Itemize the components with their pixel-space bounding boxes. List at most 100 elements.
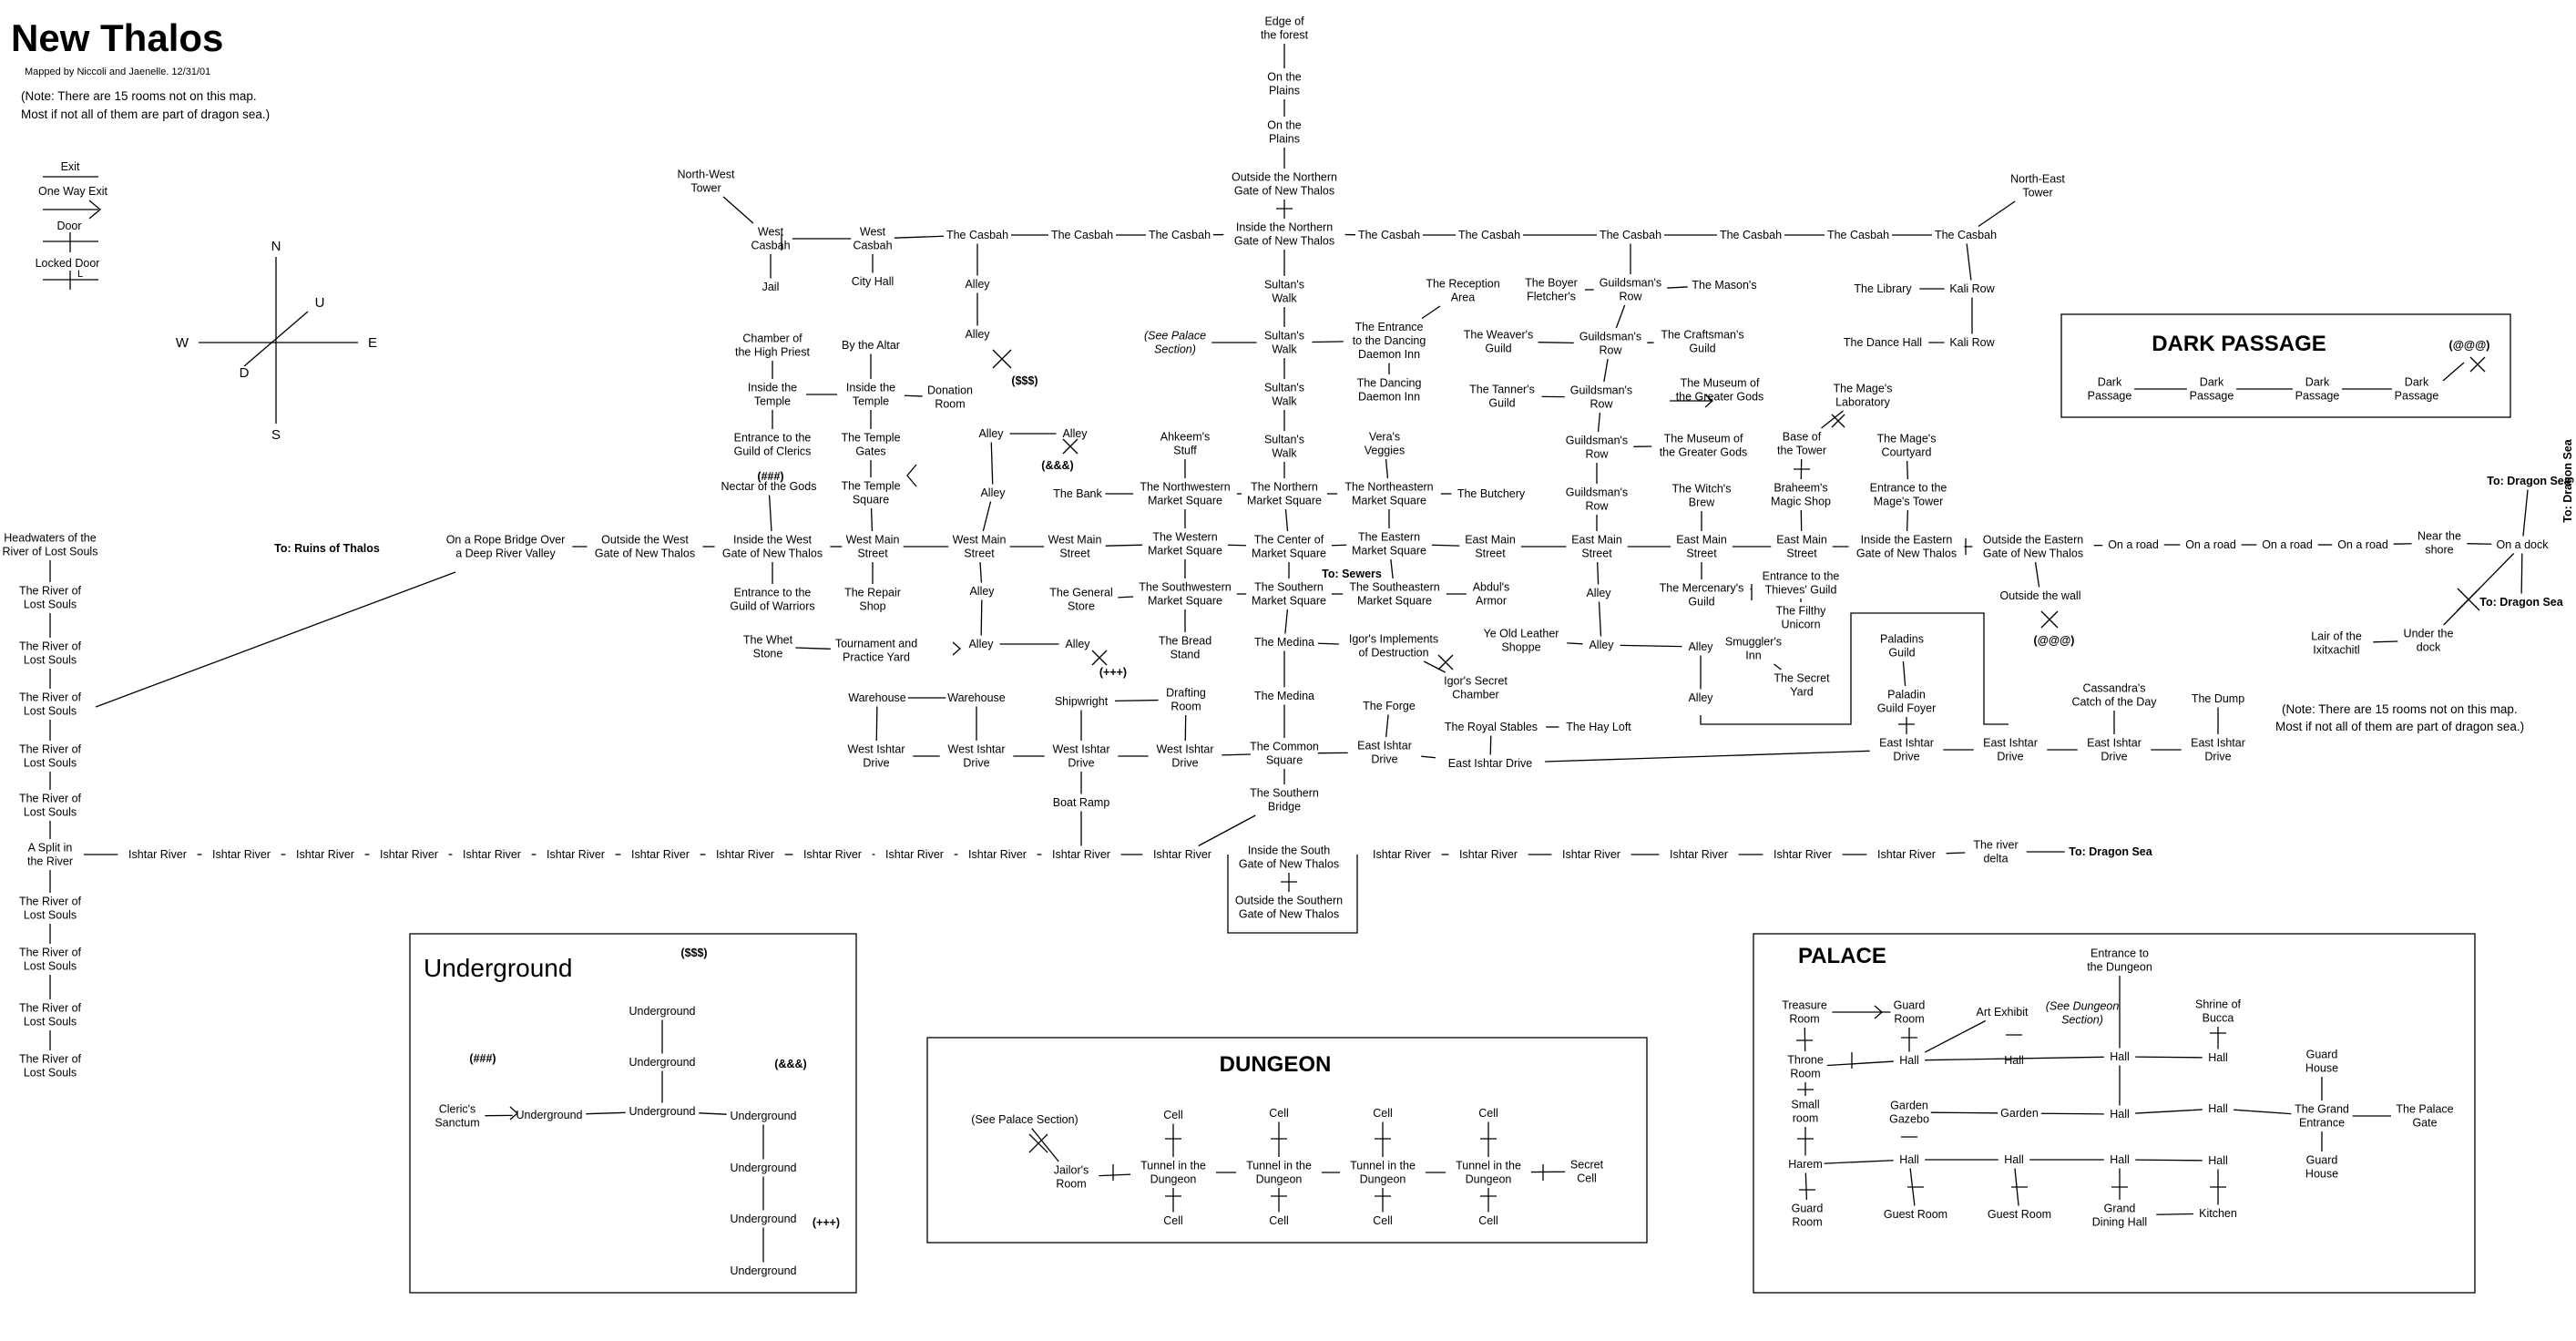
room-label-line: Inside the (748, 382, 797, 394)
room-label-line: The River of (19, 640, 82, 653)
room-label-line: Room (1894, 1013, 1924, 1026)
room-label-line: Lost Souls (24, 599, 77, 611)
room-label-line: (See Palace Section) (971, 1113, 1078, 1126)
room-dock: On a dock (2497, 538, 2550, 551)
legend: Exit One Way Exit Door Locked Door L (36, 160, 107, 290)
room-alleyB3: Alley (980, 486, 1006, 499)
connection-line (2135, 1109, 2203, 1114)
connection-line (2234, 1109, 2292, 1115)
room-label-line: The River of (19, 585, 82, 598)
room-ir1: Ishtar River (128, 848, 187, 861)
room-cellb4: Cell (1478, 1214, 1498, 1227)
map-connections (49, 44, 2529, 1263)
room-label-line: River of Lost Souls (3, 546, 98, 558)
room-label-line: Tournament and (835, 638, 917, 650)
outline-path (1700, 612, 2009, 725)
room-label-line: The Casbah (1051, 229, 1113, 241)
room-label-line: Hall (1899, 1054, 1919, 1067)
connection-line (979, 561, 983, 583)
room-label-line: Room (1789, 1013, 1819, 1026)
room-label-line: Grand (2104, 1203, 2136, 1215)
marker-amp-1: (&&&) (1041, 459, 1073, 472)
room-label-line: Drive (2101, 751, 2127, 763)
blocked-exit-icon (2040, 610, 2059, 629)
room-label-line: dock (2417, 641, 2441, 654)
legend-locked-door: Locked Door (36, 257, 100, 270)
connection-line (1804, 1172, 1808, 1201)
room-hallD: Hall (2208, 1051, 2228, 1064)
note-line-1-right: (Note: There are 15 rooms not on this ma… (2282, 702, 2518, 716)
room-label-line: Market Square (1252, 595, 1326, 608)
one-way-arrow-icon (509, 1106, 518, 1121)
room-ug2: Underground (629, 1056, 696, 1069)
room-label-line: Gate of New Thalos (1234, 235, 1334, 248)
room-label-line: On a road (2262, 538, 2313, 551)
room-label-line: (See Dungeon (2046, 1000, 2120, 1013)
room-label-line: Gate of New Thalos (1239, 908, 1339, 921)
room-label-line: Guard (2306, 1154, 2338, 1167)
room-label-line: Gazebo (1889, 1113, 1929, 1126)
room-warehouse2: Warehouse (947, 691, 1006, 704)
compass-west: W (176, 335, 189, 351)
note-line-1: (Note: There are 15 rooms not on this ma… (21, 89, 257, 103)
room-ug4: Underground (516, 1109, 583, 1121)
room-shipwright: Shipwright (1055, 695, 1109, 708)
room-label-line: Guest Room (1988, 1208, 2051, 1221)
room-cityhall: City Hall (852, 275, 894, 288)
room-label-line: West Ishtar (848, 743, 905, 756)
room-label-line: Tunnel in the (1456, 1160, 1521, 1172)
room-ug7: Underground (731, 1213, 797, 1225)
room-label-line: Daemon Inn (1358, 391, 1420, 404)
room-label-line: On the (1267, 119, 1302, 132)
room-label-line: On a road (2337, 538, 2388, 551)
room-label-line: (See Palace (1144, 330, 1206, 343)
room-alleyC2: Alley (1589, 639, 1614, 651)
room-label-line: Inside the South (1248, 845, 1330, 857)
room-ir10: Ishtar River (885, 848, 944, 861)
blocked-exit-icon (1437, 654, 1454, 670)
room-label-line: The River of (19, 743, 82, 756)
room-label-line: Hall (2110, 1153, 2130, 1166)
room-label-line: Street (1059, 548, 1090, 560)
connection-line (722, 196, 754, 224)
room-label-line: Paladin (1887, 689, 1926, 701)
marker-at-1: (@@@) (2034, 634, 2075, 647)
connection-line (1312, 341, 1344, 343)
room-label-line: the River (27, 855, 73, 868)
room-label-line: Alley (969, 585, 995, 598)
room-label-line: Guildsman's (1600, 277, 1661, 290)
room-label-line: Sultan's (1264, 279, 1304, 292)
room-label-line: delta (1983, 853, 2008, 865)
room-label-line: East Main (1676, 534, 1727, 547)
room-label-line: Tunnel in the (1140, 1160, 1206, 1172)
room-ir7: Ishtar River (631, 848, 690, 861)
room-ir12: Ishtar River (1052, 848, 1110, 861)
room-label-line: Dining Hall (2092, 1216, 2147, 1229)
room-label-line: Underground (731, 1110, 797, 1122)
room-label-line: The Casbah (1720, 229, 1782, 241)
room-label-line: Cell (1269, 1107, 1289, 1120)
room-hallE: Hall (2110, 1108, 2130, 1121)
room-label-line: Alley (1688, 691, 1713, 704)
room-label-line: Casbah (853, 240, 892, 252)
connection-line (1545, 750, 1870, 763)
